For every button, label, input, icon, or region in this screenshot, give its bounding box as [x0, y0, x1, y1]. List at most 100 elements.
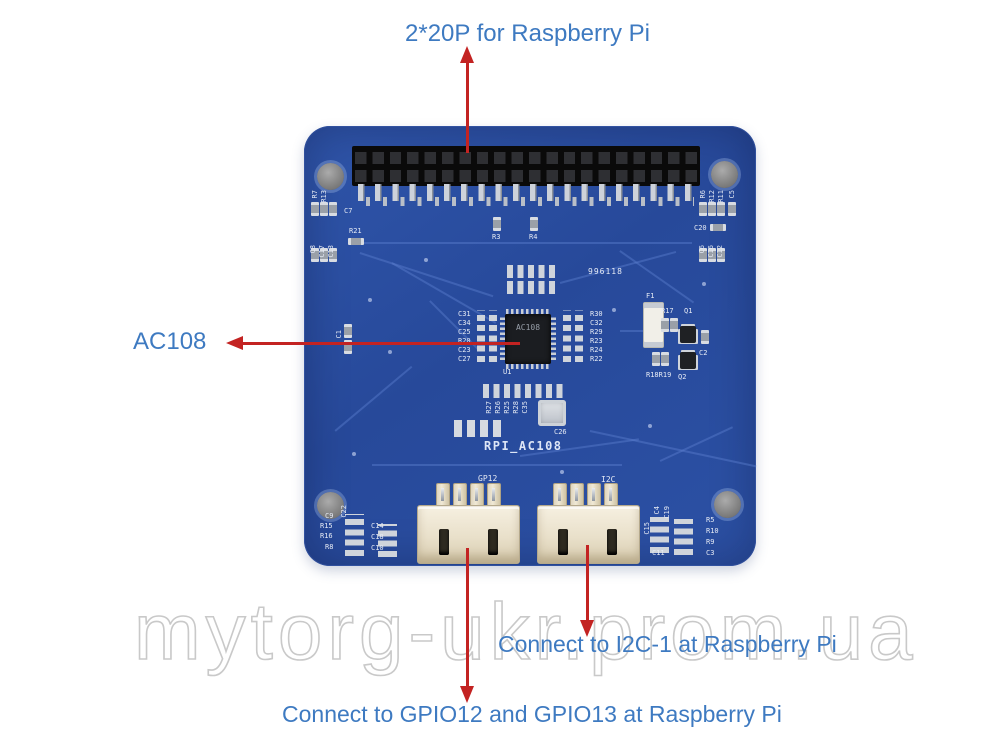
transistor-q2: [680, 352, 696, 369]
silkscreen-label: Q2: [678, 373, 687, 381]
smd-cluster: [563, 310, 571, 362]
silkscreen-label: C15: [643, 522, 651, 535]
silkscreen-label: R30: [590, 310, 603, 318]
connector-pin: [436, 483, 450, 507]
silkscreen-label: R3: [492, 233, 501, 241]
silkscreen-label: C2: [699, 349, 708, 357]
silkscreen-label: R8: [325, 543, 334, 551]
connector-slot: [558, 529, 568, 555]
silkscreen-label: C19: [663, 506, 671, 519]
smd-component: [699, 202, 707, 216]
silkscreen-label: R23: [590, 337, 603, 345]
pcb-via: [424, 258, 428, 262]
smd-cluster: [345, 514, 364, 556]
arrow-line-chip: [242, 342, 520, 345]
pcb-via: [388, 350, 392, 354]
smd-component: [320, 202, 328, 216]
silkscreen-label: C3: [706, 549, 715, 557]
smd-cluster: [477, 310, 485, 362]
smd-component: [530, 217, 538, 231]
smd-component: [670, 318, 678, 332]
silkscreen-label: C17: [318, 245, 326, 258]
callout-i2c: Connect to I2C-1 at Raspberry Pi: [498, 631, 837, 657]
connector-pin: [604, 483, 618, 507]
connector-pin: [453, 483, 467, 507]
silkscreen-label: C25: [458, 328, 471, 336]
silkscreen-label: R27: [485, 401, 493, 414]
pcb-trace: [356, 242, 692, 244]
silkscreen-label: C8: [309, 245, 317, 254]
smd-component: [661, 352, 669, 366]
silkscreen-label: R10: [706, 527, 719, 535]
smd-component: [701, 330, 709, 344]
smd-component: [699, 248, 707, 262]
silkscreen-label: R13: [320, 190, 328, 203]
gpio-40pin-header: [352, 146, 700, 186]
silkscreen-label: C22: [340, 505, 348, 518]
connector-pin: [587, 483, 601, 507]
pcb-via: [560, 470, 564, 474]
connector-body: [417, 505, 520, 564]
smd-component: [652, 352, 660, 366]
smd-component: [728, 202, 736, 216]
chip-pins: [506, 364, 550, 369]
silkscreen-label: R16: [320, 532, 333, 540]
smd-component: [344, 324, 352, 338]
smd-component: [329, 202, 337, 216]
smd-cluster: [650, 517, 669, 553]
silkscreen-label: C14: [371, 522, 384, 530]
store-watermark: mytorg-ukr.prom.ua: [133, 586, 918, 677]
silkscreen-label: C13: [327, 245, 335, 258]
mounting-hole: [714, 491, 741, 518]
silkscreen-label: R15: [320, 522, 333, 530]
silkscreen-label: C23: [458, 346, 471, 354]
silkscreen-label: C12: [716, 245, 724, 258]
silkscreen-label: R12: [708, 190, 716, 203]
silkscreen-label: C16: [707, 245, 715, 258]
silkscreen-label: C7: [344, 207, 353, 215]
connector-body: [537, 505, 640, 564]
smd-component: [348, 238, 364, 245]
silkscreen-label: C31: [458, 310, 471, 318]
smd-cluster: [489, 310, 497, 362]
pcb-via: [702, 282, 706, 286]
smd-component: [311, 202, 319, 216]
smd-component: [708, 202, 716, 216]
silkscreen-label: C26: [554, 428, 567, 436]
silkscreen-label: C18: [371, 533, 384, 541]
smd-cluster: [454, 420, 506, 437]
chip-pins: [551, 316, 556, 360]
callout-header: 2*20P for Raspberry Pi: [405, 20, 651, 47]
smd-component: [344, 340, 352, 354]
silkscreen-label: R25: [503, 401, 511, 414]
silkscreen-label: R20: [458, 337, 471, 345]
connector-label-gpio: GP12: [478, 474, 498, 483]
smd-component: [329, 248, 337, 262]
smd-cluster: [378, 524, 397, 557]
smd-cluster: [483, 384, 567, 398]
board-name: RPI_AC108: [484, 439, 563, 453]
smd-cluster: [507, 281, 555, 294]
mounting-hole: [711, 161, 738, 188]
crystal-oscillator: [538, 400, 566, 426]
smd-component: [311, 248, 319, 262]
silkscreen-label: C10: [371, 544, 384, 552]
arrow-head: [460, 686, 474, 703]
silkscreen-label: F1: [646, 292, 655, 300]
silkscreen-label: R11: [717, 190, 725, 203]
silkscreen-label: R24: [590, 346, 603, 354]
callout-chip: AC108: [133, 328, 207, 355]
smd-component: [320, 248, 328, 262]
smd-component: [493, 217, 501, 231]
silkscreen-label: R22: [590, 355, 603, 363]
silkscreen-label: C32: [590, 319, 603, 327]
header-solder-pins: [354, 184, 698, 201]
arrow-head: [580, 620, 594, 637]
i2c-connector: [537, 481, 640, 564]
chip-pins: [500, 316, 505, 360]
arrow-head: [460, 46, 474, 63]
connector-slot: [488, 529, 498, 555]
chip-pins: [506, 309, 550, 314]
pcb-via: [612, 308, 616, 312]
